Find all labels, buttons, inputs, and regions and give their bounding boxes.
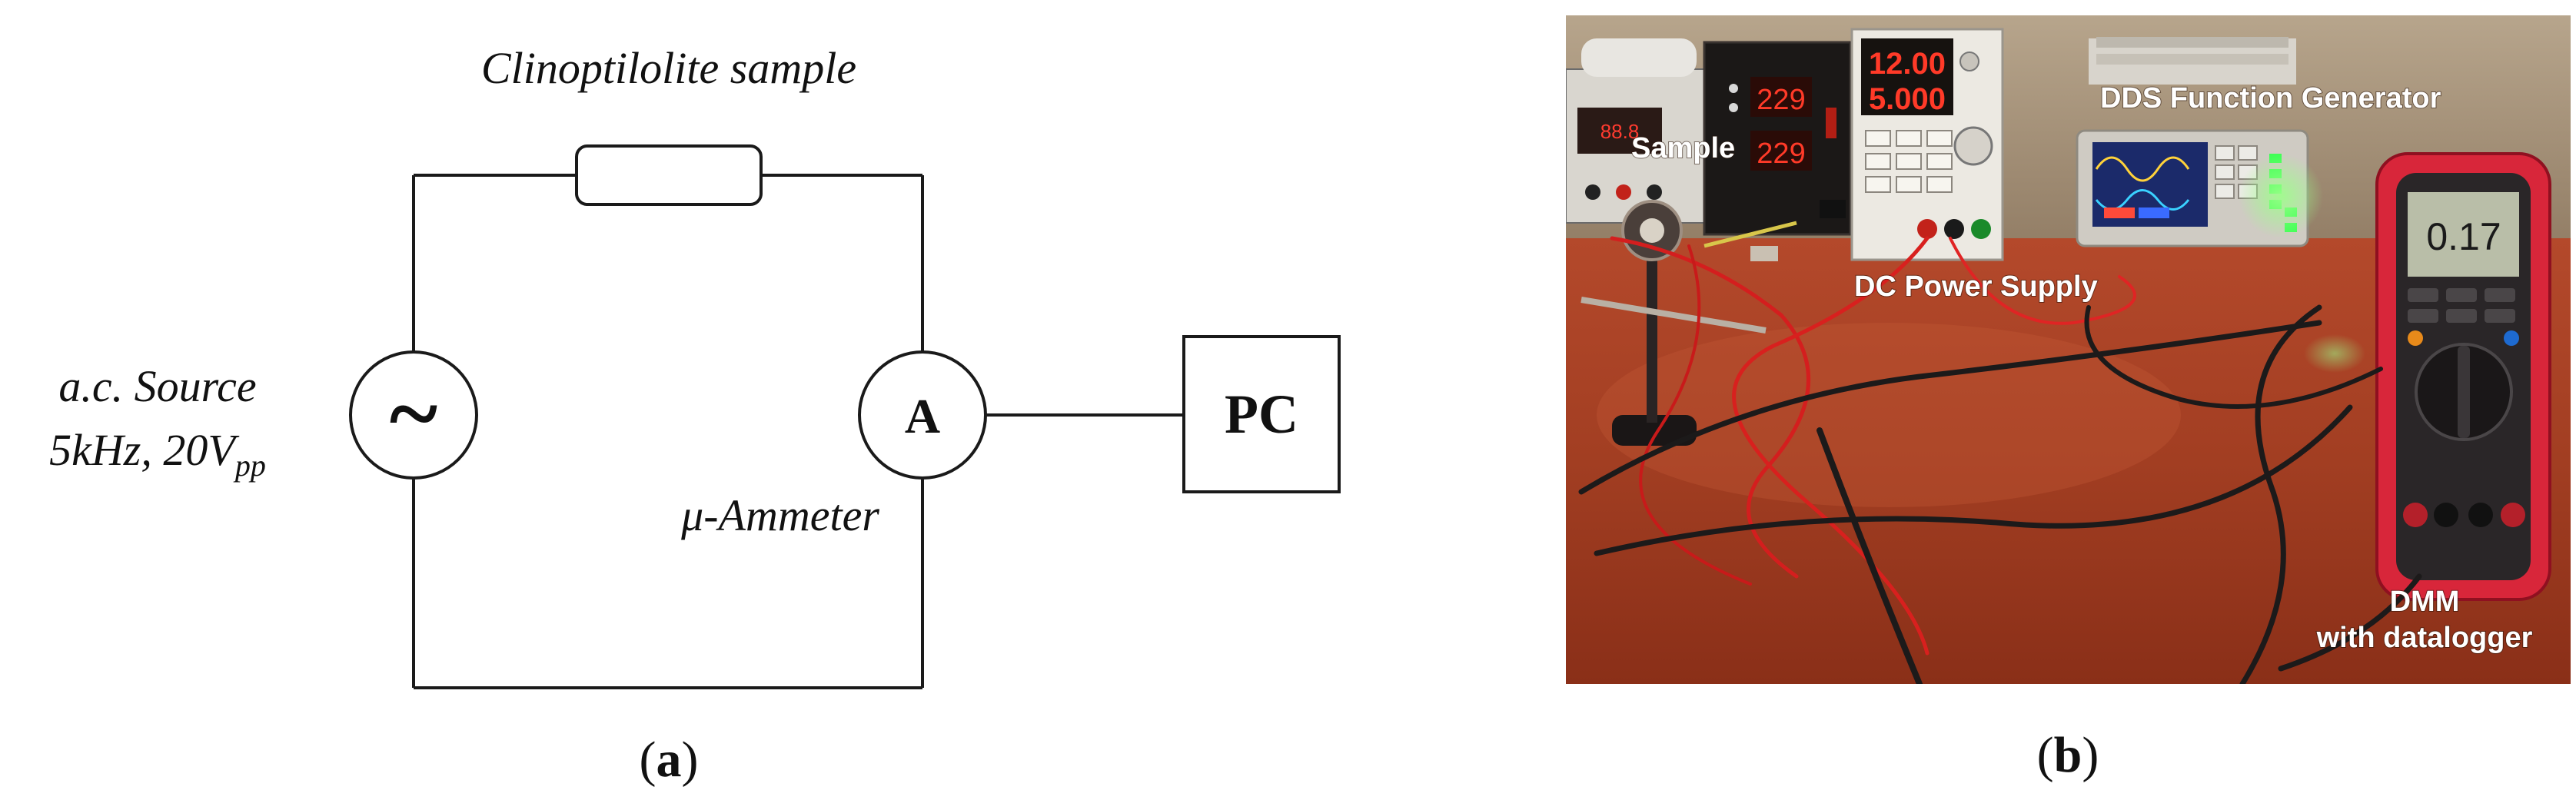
ammeter-label: μ-Ammeter: [680, 490, 879, 540]
supply-left-top-readout: 229: [1757, 84, 1805, 116]
psu-top-readout: 12.00: [1869, 47, 1946, 81]
variac-transformer: 88.8: [1566, 38, 1724, 224]
ammeter-symbol: [858, 350, 987, 480]
photo-label-dmm-datalogger: with datalogger: [2316, 622, 2533, 654]
caption-a-close: ): [682, 732, 699, 788]
psu-bottom-readout: 5.000: [1869, 82, 1946, 116]
photo-label-dds-function-generator: DDS Function Generator: [2100, 82, 2441, 115]
caption-a: (a): [640, 732, 699, 788]
pc-label: PC: [1225, 383, 1298, 445]
svg-text:88.8: 88.8: [1600, 120, 1640, 143]
sample-resistor: [575, 144, 763, 206]
caption-b-close: ): [2082, 727, 2099, 783]
photo-label-dmm: DMM: [2390, 586, 2460, 618]
caption-a-letter: a: [656, 732, 682, 788]
source-label-line1: a.c. Source: [58, 361, 256, 411]
photo-label-dc-power-supply: DC Power Supply: [1854, 271, 2098, 303]
caption-b: (b): [2022, 726, 2114, 785]
caption-b-open: (: [2036, 727, 2054, 783]
dual-supply-unit: 229 229: [1703, 41, 1852, 236]
ac-source-symbol: [349, 350, 478, 480]
photo-label-sample: Sample: [1631, 132, 1735, 164]
supply-left-bottom-readout: 229: [1757, 138, 1805, 170]
pc-box: [1182, 335, 1341, 493]
circuit-wires: [412, 174, 1184, 689]
ac-wave-icon: ~: [390, 362, 437, 464]
circuit-schematic: Clinoptilolite sample ~ a.c. Source 5kHz…: [49, 43, 1341, 788]
cables: [1578, 236, 2422, 684]
dds-function-generator-unit: [2076, 37, 2365, 373]
ammeter-letter: A: [905, 389, 940, 443]
source-label-subscript: pp: [233, 448, 266, 483]
sample-label: Clinoptilolite sample: [481, 43, 856, 93]
dmm-readout: 0.17: [2426, 215, 2501, 258]
source-label-line2: 5kHz, 20Vpp: [49, 425, 266, 483]
lab-setup-photo: 88.8 229 229 12.00 5.000: [1566, 15, 2571, 684]
dmm-unit: 0.17: [2375, 152, 2551, 601]
source-label-freq-volt: 5kHz, 20V: [49, 425, 240, 475]
lab-setup-photo-drawing: 88.8 229 229 12.00 5.000: [1566, 15, 2571, 684]
caption-b-letter: b: [2053, 727, 2082, 783]
caption-a-open: (: [640, 732, 656, 788]
dc-power-supply-unit: 12.00 5.000: [1850, 28, 2004, 261]
